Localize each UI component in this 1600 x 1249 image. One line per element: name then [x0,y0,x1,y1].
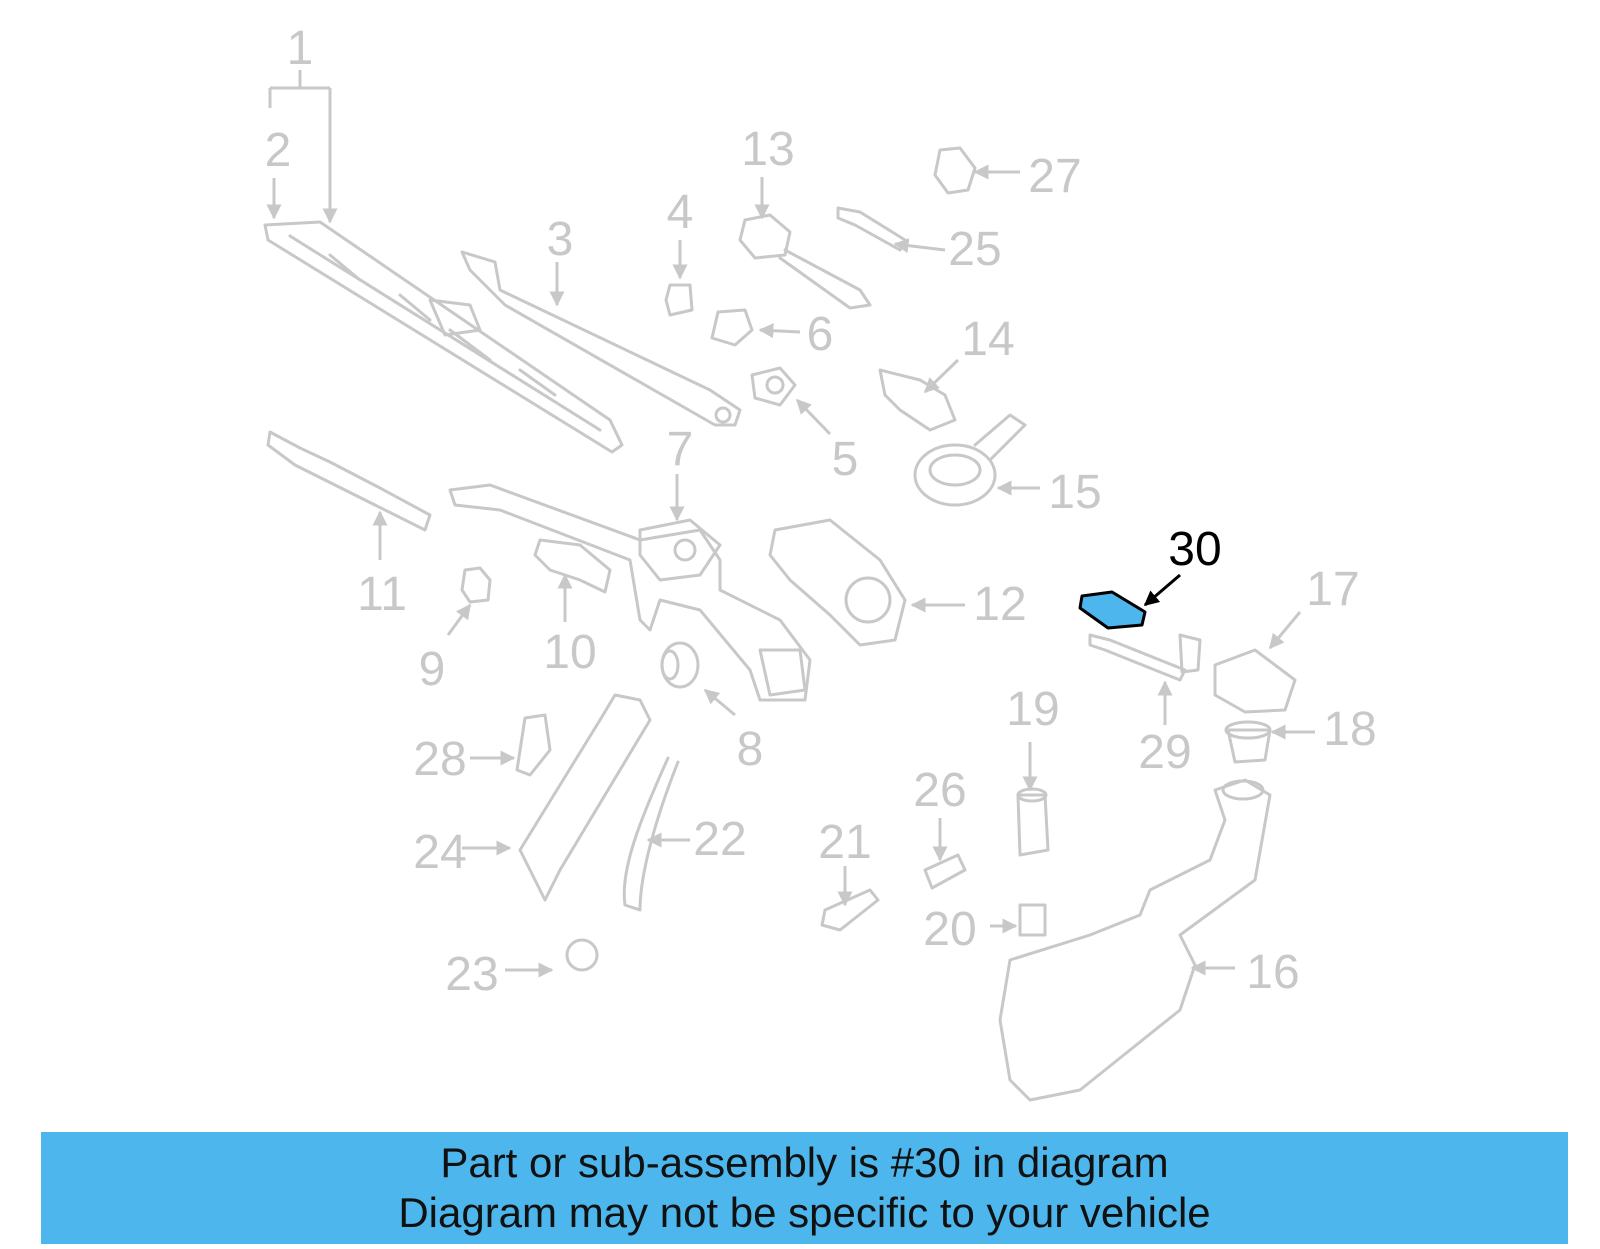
part-filter [1226,728,1272,764]
part-grommet-20 [1018,903,1047,937]
part-bracket [533,538,612,594]
callout-15: 15 [1048,466,1101,519]
leader-lines [266,70,1315,978]
part-nozzle [820,888,880,932]
part-clip-23 [565,938,599,972]
callout-6: 6 [807,308,834,361]
callout-17: 17 [1306,563,1359,616]
callout-11: 11 [357,568,407,621]
callout-23: 23 [445,948,498,1001]
callout-28: 28 [413,733,466,786]
callout-2: 2 [265,124,292,177]
callout-5: 5 [832,433,859,486]
callout-13: 13 [741,123,794,176]
callout-1: 1 [287,22,314,75]
part-sensor-29 [1088,633,1187,682]
part-bushing [660,641,700,689]
callout-22: 22 [693,813,746,866]
callout-24: 24 [413,826,466,879]
part-reservoir [998,778,1272,1102]
part-grommet [738,213,792,260]
part-sensor [836,206,907,252]
callout-25: 25 [948,223,1001,276]
caption-line-1: Part or sub-assembly is #30 in diagram [440,1139,1169,1186]
callout-21: 21 [818,816,871,869]
part-nut-cover [750,366,797,407]
part-cowl-trim [518,693,652,902]
part-motor [768,518,907,647]
callout-3: 3 [547,213,574,266]
callout-4: 4 [667,186,694,239]
part-drawings [263,146,1297,1102]
part-nut [710,308,754,347]
callout-16: 16 [1246,946,1299,999]
part-wiper-blade [263,220,624,454]
callout-12: 12 [973,578,1026,631]
callout-9: 9 [419,643,446,696]
callout-numbers: 1 2 3 4 5 6 7 8 9 10 11 12 13 14 15 16 1… [265,22,1377,1001]
part-washer-pump [1016,793,1050,857]
part-30-highlighted [1078,590,1147,630]
part-hose-22 [622,756,680,912]
part-sleeve [923,853,967,890]
part-connector-28 [515,713,552,777]
callout-29: 29 [1138,726,1191,779]
callout-19: 19 [1006,683,1059,736]
caption-banner: Part or sub-assembly is #30 in diagram D… [41,1132,1568,1244]
callout-18: 18 [1323,703,1376,756]
part-linkage [448,483,812,702]
part-pump-mount [913,443,997,507]
part-bracket-14 [878,368,957,432]
part-connector [933,146,977,195]
part-clip-9 [460,566,492,604]
callout-27: 27 [1028,150,1081,203]
callout-14: 14 [961,313,1014,366]
part-hose [266,430,432,532]
caption-line-2: Diagram may not be specific to your vehi… [398,1189,1211,1236]
callout-8: 8 [737,723,764,776]
part-reservoir-cap [1213,648,1297,714]
callout-7: 7 [667,423,694,476]
callout-20: 20 [923,903,976,956]
callout-26: 26 [913,764,966,817]
part-wiper-arm [460,250,742,427]
callout-30: 30 [1168,523,1221,576]
part-cap [664,283,694,317]
callout-10: 10 [543,626,596,679]
